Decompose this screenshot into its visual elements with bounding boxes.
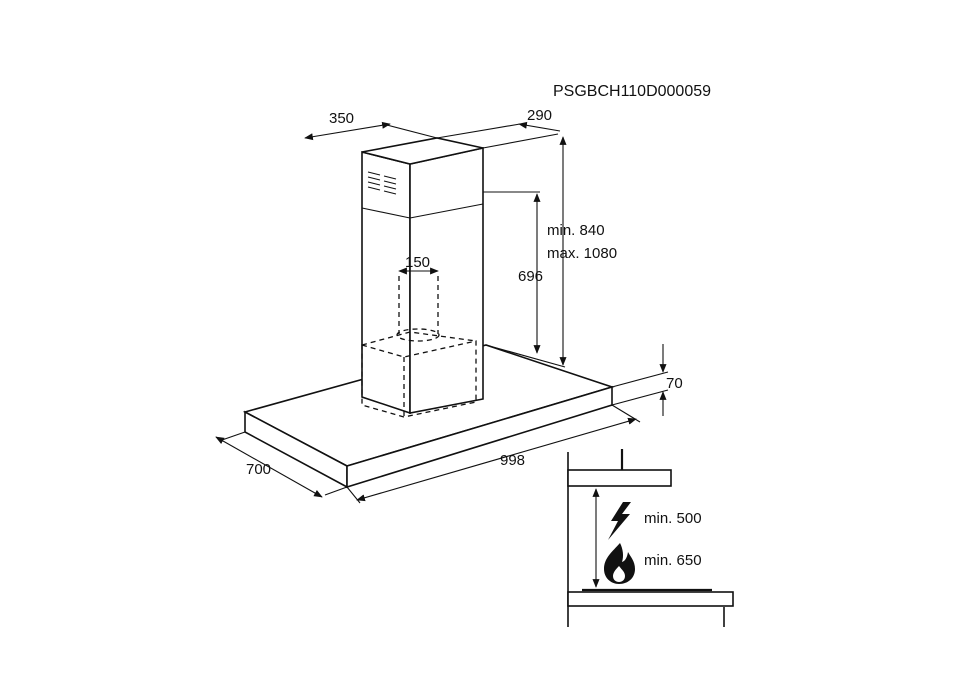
dim-chimney-width: 350 [304,110,438,141]
flame-icon [604,543,635,584]
chimney-right [409,147,484,414]
svg-text:70: 70 [666,375,683,392]
svg-text:max. 1080: max. 1080 [547,245,617,262]
svg-text:350: 350 [329,110,354,127]
svg-text:min. 840: min. 840 [547,222,605,239]
dim-duct-diameter: 150 [398,254,439,275]
clearance-inset: min. 500 min. 650 [567,449,734,627]
dim-overall-height: min. 840 max. 1080 [485,136,617,368]
svg-text:696: 696 [518,268,543,285]
dim-canopy-thickness: 70 [611,344,683,416]
svg-text:998: 998 [500,452,525,469]
svg-text:290: 290 [527,107,552,124]
lightning-icon [608,502,631,540]
inset-worktop [567,591,734,607]
dim-canopy-depth: 700 [215,431,348,498]
vent-slots [367,171,397,195]
svg-text:150: 150 [405,254,430,271]
hidden-duct [361,276,477,418]
svg-text:min. 500: min. 500 [644,510,702,527]
drawing-code: PSGBCH110D000059 [553,83,711,100]
svg-text:700: 700 [246,461,271,478]
inset-hood [567,469,672,487]
hood [242,137,615,489]
dim-chimney-inner: 696 [483,191,543,354]
dim-canopy-width: 998 [346,404,641,504]
dim-chimney-depth: 290 [436,107,561,149]
svg-text:min. 650: min. 650 [644,552,702,569]
